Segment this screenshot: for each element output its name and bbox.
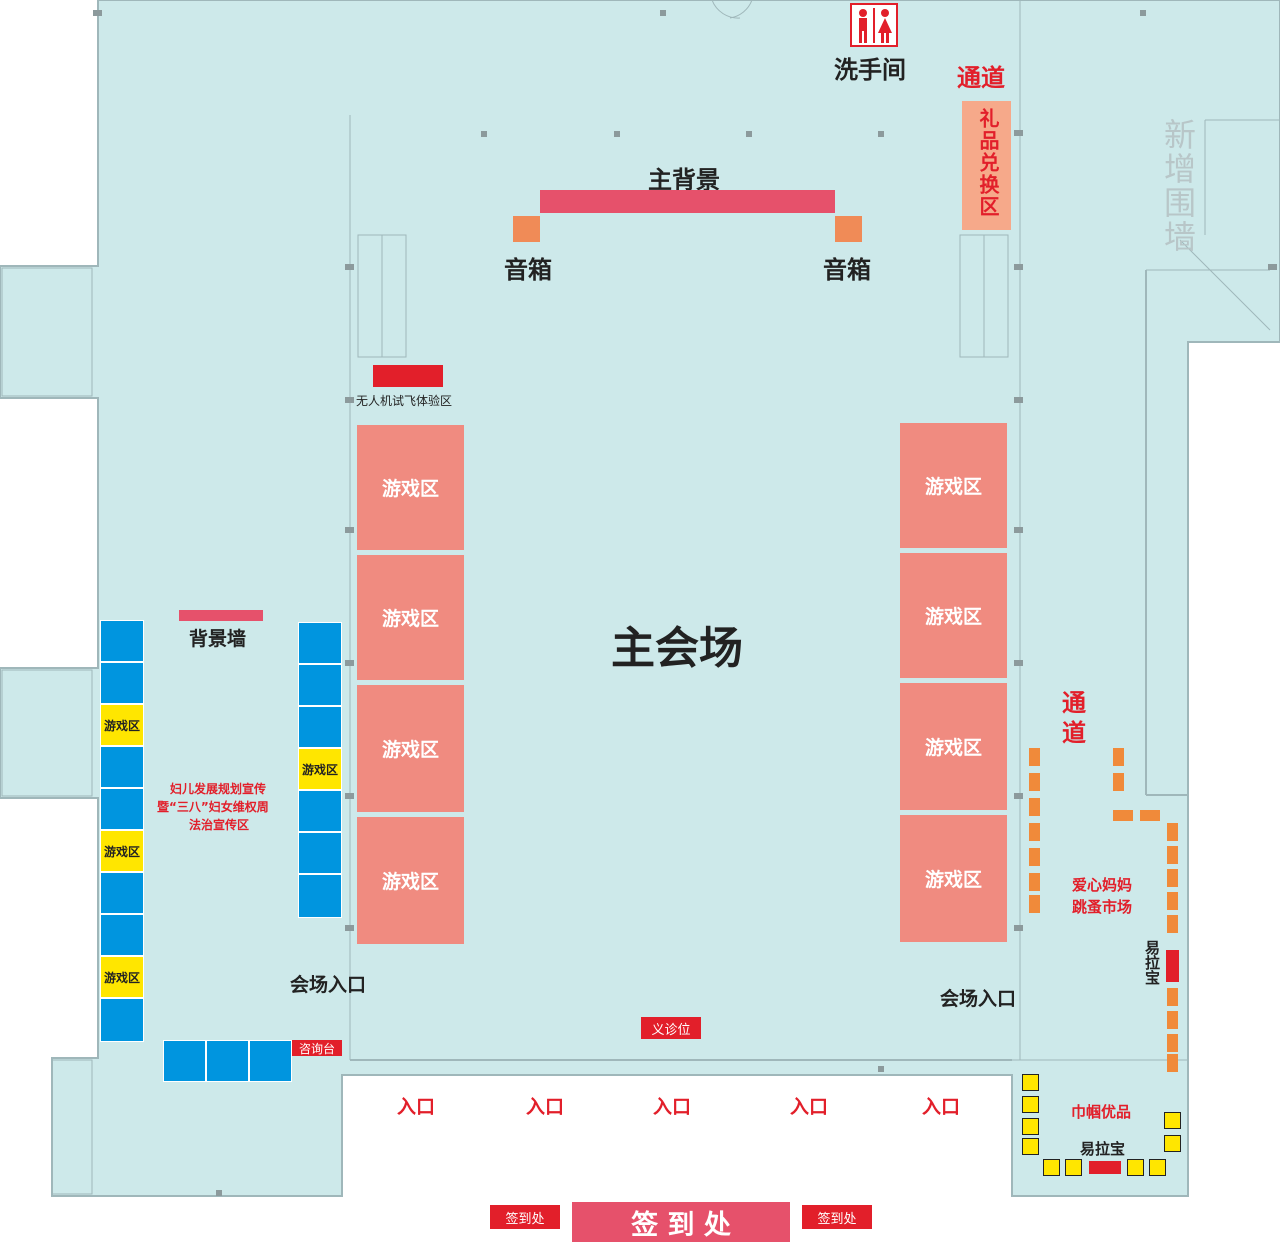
game-zone-small-1: 游戏区	[100, 704, 144, 746]
women-zone-label-2: 暨“三八”妇女维权周	[157, 800, 269, 814]
speaker-right-label: 音箱	[823, 256, 871, 284]
info-desk: 咨询台	[292, 1040, 342, 1056]
game-zone-right-4: 游戏区	[900, 815, 1007, 942]
entrance-label-4: 入口	[790, 1096, 829, 1118]
channel-label-top: 通道	[957, 64, 1005, 92]
entrance-label-1: 入口	[397, 1096, 436, 1118]
restroom-icon	[850, 3, 898, 47]
game-zone-left-4: 游戏区	[357, 817, 464, 944]
game-zone-left-1: 游戏区	[357, 425, 464, 550]
game-zone-left-3: 游戏区	[357, 685, 464, 812]
game-zone-small-3: 游戏区	[100, 956, 144, 998]
venue-entrance-right-label: 会场入口	[940, 988, 1017, 1010]
entrance-label-2: 入口	[526, 1096, 565, 1118]
game-zone-small-2: 游戏区	[100, 830, 144, 872]
backdrop-wall	[179, 610, 263, 621]
drone-zone	[373, 365, 443, 387]
game-zone-right-1: 游戏区	[900, 423, 1007, 548]
women-zone-label-3: 法治宣传区	[189, 818, 250, 832]
signin-desk-right: 签到处	[802, 1205, 872, 1229]
main-backdrop	[540, 190, 835, 213]
flea-market-label-1: 爱心妈妈	[1072, 876, 1133, 894]
flea-market-label-2: 跳蚤市场	[1072, 898, 1133, 916]
yilabao-vertical-label: 易拉宝	[1143, 940, 1161, 985]
game-zone-right-2: 游戏区	[900, 553, 1007, 678]
main-venue-label: 主会场	[611, 623, 743, 674]
yilabao-marker-vertical	[1166, 950, 1179, 982]
new-wall-label: 新增围墙	[1159, 118, 1197, 254]
drone-zone-label: 无人机试飞体验区	[356, 394, 453, 408]
speaker-left	[513, 216, 540, 242]
signin-desk-left: 签到处	[490, 1205, 560, 1229]
signin-main-label: 签 到 处	[631, 1209, 731, 1241]
speaker-right	[835, 216, 862, 242]
gift-exchange-label: 礼品兑换区	[976, 108, 1000, 218]
women-zone-label-1: 妇儿发展规划宣传	[170, 782, 267, 796]
entrance-label-3: 入口	[653, 1096, 692, 1118]
main-backdrop-label: 主背景	[648, 166, 720, 194]
clinic-spot: 义诊位	[641, 1017, 701, 1039]
game-zone-small-4: 游戏区	[298, 748, 342, 790]
restroom-label: 洗手间	[834, 56, 906, 84]
signin-main: 签 到 处	[572, 1202, 790, 1242]
channel-label-right-1: 通道	[1062, 689, 1086, 747]
entrance-label-5: 入口	[922, 1096, 961, 1118]
yilabao-marker	[1089, 1161, 1121, 1174]
gift-exchange-zone	[962, 101, 1011, 230]
jinguo-label: 巾帼优品	[1071, 1103, 1132, 1121]
game-zone-left-2: 游戏区	[357, 555, 464, 680]
backdrop-wall-label: 背景墙	[189, 628, 247, 650]
speaker-left-label: 音箱	[504, 256, 552, 284]
game-zone-right-3: 游戏区	[900, 683, 1007, 810]
venue-entrance-left-label: 会场入口	[290, 974, 367, 996]
yilabao-label: 易拉宝	[1080, 1140, 1126, 1158]
